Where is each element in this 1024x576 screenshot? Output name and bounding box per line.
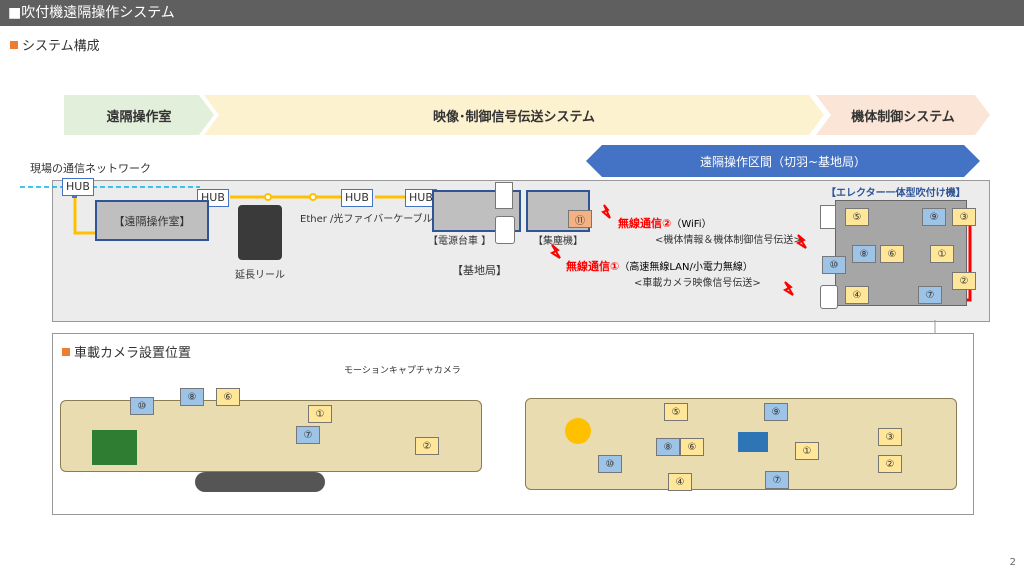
power-cart-label: 【電源台車 】	[428, 236, 492, 247]
machine-label: 【エレクター一体型吹付け機】	[826, 188, 966, 199]
network-label: 現場の通信ネットワーク	[30, 162, 151, 175]
radio-unit-icon	[495, 182, 513, 209]
page-number: 2	[1009, 557, 1016, 568]
camera-6: ⑥	[880, 245, 904, 263]
section-subtitle: システム構成	[10, 35, 100, 54]
blue-tank	[738, 432, 768, 452]
cable-label: Ether /光ファイバーケーブル	[300, 214, 433, 225]
top-camera-10: ⑩	[598, 455, 622, 473]
top-camera-9: ⑨	[764, 403, 788, 421]
hub-base: HUB	[405, 189, 437, 207]
wireless-bolt-2	[549, 244, 561, 259]
header-title: ■吹付機遠隔操作システム	[8, 5, 175, 21]
camera-11: ⑪	[568, 210, 592, 228]
subtitle-text: システム構成	[22, 39, 100, 54]
remote-room-box: 【遠隔操作室】	[95, 200, 209, 241]
crawler-track	[195, 472, 325, 492]
chevron-label-2: 映像･制御信号伝送システム	[432, 109, 596, 125]
camera-9: ⑨	[922, 208, 946, 226]
top-camera-5: ⑤	[664, 403, 688, 421]
chevron-remote-room: 遠隔操作室	[64, 95, 214, 135]
top-camera-8: ⑧	[656, 438, 680, 456]
reel-label: 延長リール	[235, 270, 285, 281]
wireless2-desc: <機体情報＆機体制御信号伝送>	[655, 235, 802, 246]
side-camera-10: ⑩	[130, 397, 154, 415]
side-camera-7: ⑦	[296, 426, 320, 444]
wireless-unit-icon	[495, 216, 515, 244]
connector-dot-2	[309, 193, 317, 201]
camera-1: ①	[930, 245, 954, 263]
range-label: 遠隔操作区間（切羽~基地局）	[699, 154, 867, 169]
green-engine	[92, 430, 137, 465]
side-camera-8: ⑧	[180, 388, 204, 406]
top-camera-6: ⑥	[680, 438, 704, 456]
yellow-wheel	[565, 418, 591, 444]
camera-5: ⑤	[845, 208, 869, 226]
base-station-label: 【基地局】	[452, 264, 507, 277]
camera-4: ④	[845, 286, 869, 304]
wireless1-row: 無線通信①（高速無線LAN/小電力無線）	[566, 258, 753, 274]
camera-section-title: 車載カメラ設置位置	[62, 342, 191, 361]
camera-section-label: 車載カメラ設置位置	[74, 346, 192, 361]
top-camera-3: ③	[878, 428, 902, 446]
chevron-label-1: 遠隔操作室	[106, 109, 172, 125]
hub-network: HUB	[62, 178, 94, 196]
cable-a	[73, 195, 95, 235]
wireless1-title: 無線通信①	[566, 260, 620, 273]
header-bar: ■吹付機遠隔操作システム	[0, 0, 1024, 26]
camera-2: ②	[952, 272, 976, 290]
machine-radio-icon	[820, 205, 836, 229]
camera-8: ⑧	[852, 245, 876, 263]
wireless1-desc: <車載カメラ映像信号伝送>	[634, 278, 761, 289]
wireless2-title: 無線通信②	[618, 217, 672, 230]
top-camera-4: ④	[668, 473, 692, 491]
wireless2-detail: （WiFi）	[671, 219, 712, 230]
top-camera-1: ①	[795, 442, 819, 460]
cable-reel-icon	[238, 205, 282, 260]
top-camera-2: ②	[878, 455, 902, 473]
machine-wireless-icon	[820, 285, 838, 309]
wireless-bolt-4	[782, 281, 794, 296]
chevron-machine-control: 機体制御システム	[816, 95, 990, 135]
dust-label: 【集塵機】	[533, 236, 583, 247]
mocap-label: モーションキャプチャカメラ	[344, 366, 461, 376]
orange-square-icon	[10, 41, 18, 49]
chevron-transmission: 映像･制御信号伝送システム	[204, 95, 824, 135]
wireless2-row: 無線通信②（WiFi）	[618, 215, 712, 231]
wireless-bolt-1	[601, 204, 611, 219]
remote-room-label: 【遠隔操作室】	[113, 214, 191, 228]
top-camera-7: ⑦	[765, 471, 789, 489]
orange-square-icon-2	[62, 348, 70, 356]
side-camera-1: ①	[308, 405, 332, 423]
side-camera-6: ⑥	[216, 388, 240, 406]
wireless-bolt-3	[795, 234, 807, 249]
hub-reel: HUB	[341, 189, 373, 207]
connector-dot-1	[264, 193, 272, 201]
camera-7: ⑦	[918, 286, 942, 304]
chevron-label-3: 機体制御システム	[851, 109, 955, 125]
camera-3: ③	[952, 208, 976, 226]
wireless1-detail: （高速無線LAN/小電力無線）	[619, 262, 753, 273]
camera-10: ⑩	[822, 256, 846, 274]
remote-range-arrow: 遠隔操作区間（切羽~基地局）	[586, 145, 980, 177]
side-camera-2: ②	[415, 437, 439, 455]
